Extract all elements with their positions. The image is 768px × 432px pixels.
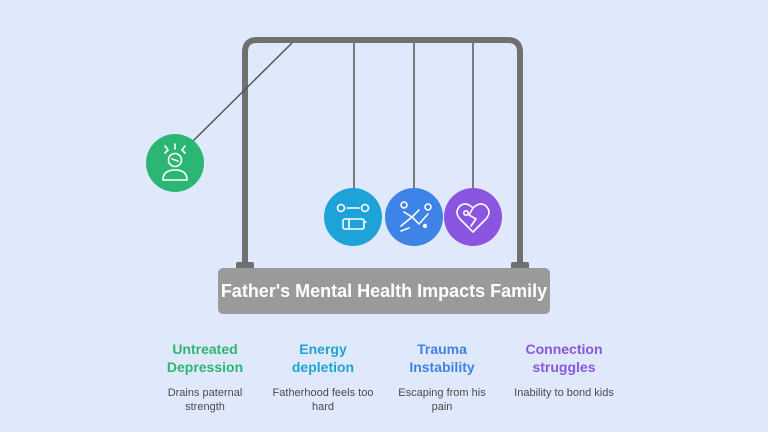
stressed-person-icon [146,134,204,192]
caption-title: Untreated Depression [166,341,244,375]
ball-1 [146,134,204,192]
caption-title: Trauma Instability [409,341,475,375]
caption-description: Fatherhood feels too hard [272,387,374,413]
caption-untreated-depression: Untreated Depression Drains paternal str… [155,340,255,414]
ball-3 [385,188,443,246]
caption-description: Drains paternal strength [167,387,243,413]
frame-bar [242,37,523,267]
caption-trauma-instability: Trauma Instability Escaping from his pai… [392,340,492,414]
main-title-banner: Father's Mental Health Impacts Family [218,268,550,314]
caption-title: Energy depletion [291,341,355,375]
caption-description: Escaping from his pain [398,387,486,413]
caption-description: Inability to bond kids [514,387,614,399]
string-1 [192,42,293,142]
low-battery-icon [324,188,382,246]
caption-connection-struggles: Connection struggles Inability to bond k… [508,340,620,400]
falling-person-icon [385,188,443,246]
ball-2 [324,188,382,246]
caption-title: Connection struggles [525,341,603,375]
caption-energy-depletion: Energy depletion Fatherhood feels too ha… [268,340,378,414]
broken-heart-icon [444,188,502,246]
